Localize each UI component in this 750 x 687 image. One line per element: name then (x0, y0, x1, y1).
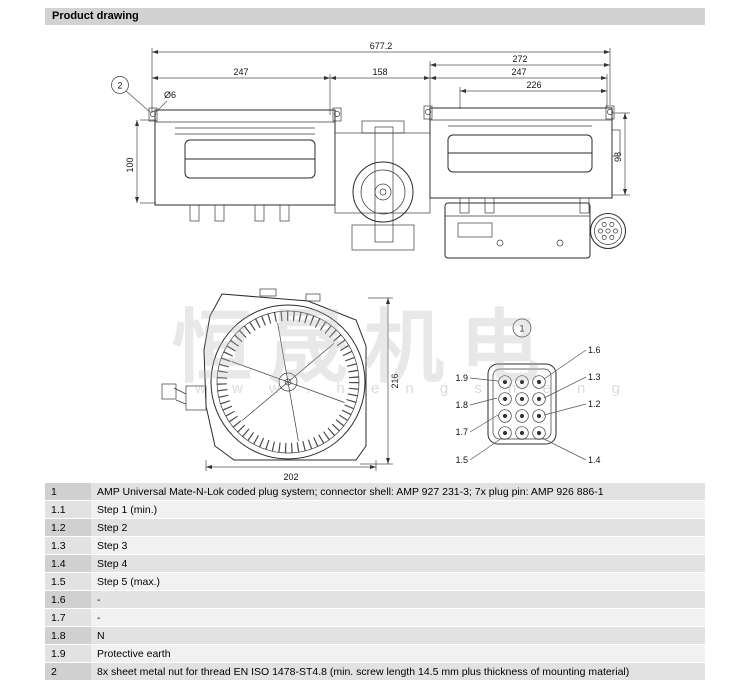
impeller-side-view-drawing: 216 202 (161, 288, 400, 482)
row-desc: Step 5 (max.) (91, 573, 705, 590)
dim-side-width-202: 202 (283, 472, 298, 482)
row-id: 2 (45, 663, 91, 680)
row-id: 1.5 (45, 573, 91, 590)
pin-label-1-9: 1.9 (455, 373, 468, 383)
right-blower-housing (423, 105, 621, 214)
table-row: 1.7- (45, 609, 705, 627)
row-desc: AMP Universal Mate-N-Lok coded plug syst… (91, 483, 705, 500)
page-title: Product drawing (45, 8, 705, 25)
table-row: 1.6- (45, 591, 705, 609)
row-desc: Step 2 (91, 519, 705, 536)
control-module (444, 202, 626, 259)
pin-label-1-5: 1.5 (455, 455, 468, 465)
assembly-top-view-drawing: 677.2 272 247 158 247 226 Ø6 100 98 2 (111, 41, 630, 259)
callout-2-label: 2 (117, 81, 122, 91)
row-desc: - (91, 591, 705, 608)
row-id: 1.9 (45, 645, 91, 662)
center-motor-section (334, 120, 431, 251)
dim-total-width: 677.2 (370, 41, 393, 51)
row-id: 1.3 (45, 537, 91, 554)
pin-label-1-2: 1.2 (588, 399, 601, 409)
row-desc: N (91, 627, 705, 644)
impeller-wheel (210, 304, 366, 460)
row-desc: Protective earth (91, 645, 705, 662)
dim-left-247: 247 (233, 67, 248, 77)
dim-height-100: 100 (125, 157, 135, 172)
cable-pigtail (161, 383, 207, 411)
dim-center-158: 158 (372, 67, 387, 77)
callout-2: 2 (111, 76, 151, 113)
pin-label-1-8: 1.8 (455, 400, 468, 410)
dim-right-247: 247 (511, 67, 526, 77)
callout-1: 1 (512, 318, 532, 338)
dim-side-height-216: 216 (390, 373, 400, 388)
pin-label-1-7: 1.7 (455, 427, 468, 437)
dim-right-group: 272 (512, 54, 527, 64)
row-id: 1.2 (45, 519, 91, 536)
left-blower-housing (148, 107, 342, 222)
row-id: 1.8 (45, 627, 91, 644)
row-id: 1.7 (45, 609, 91, 626)
callout-1-label: 1 (519, 324, 524, 334)
row-id: 1.1 (45, 501, 91, 518)
round-connector (590, 213, 626, 249)
row-desc: Step 3 (91, 537, 705, 554)
row-desc: - (91, 609, 705, 626)
connector-pinout-drawing: 1 (455, 318, 601, 465)
connector-pins (498, 375, 546, 440)
row-id: 1.6 (45, 591, 91, 608)
pin-label-1-4: 1.4 (588, 455, 601, 465)
dim-hole-diameter: Ø6 (164, 90, 176, 100)
pin-label-1-6: 1.6 (588, 345, 601, 355)
row-desc: Step 1 (min.) (91, 501, 705, 518)
dim-height-98: 98 (613, 152, 623, 162)
row-desc: Step 4 (91, 555, 705, 572)
row-id: 1.4 (45, 555, 91, 572)
row-id: 1 (45, 483, 91, 500)
row-desc: 8x sheet metal nut for thread EN ISO 147… (91, 663, 705, 680)
dim-right-226: 226 (526, 80, 541, 90)
pin-label-1-3: 1.3 (588, 372, 601, 382)
